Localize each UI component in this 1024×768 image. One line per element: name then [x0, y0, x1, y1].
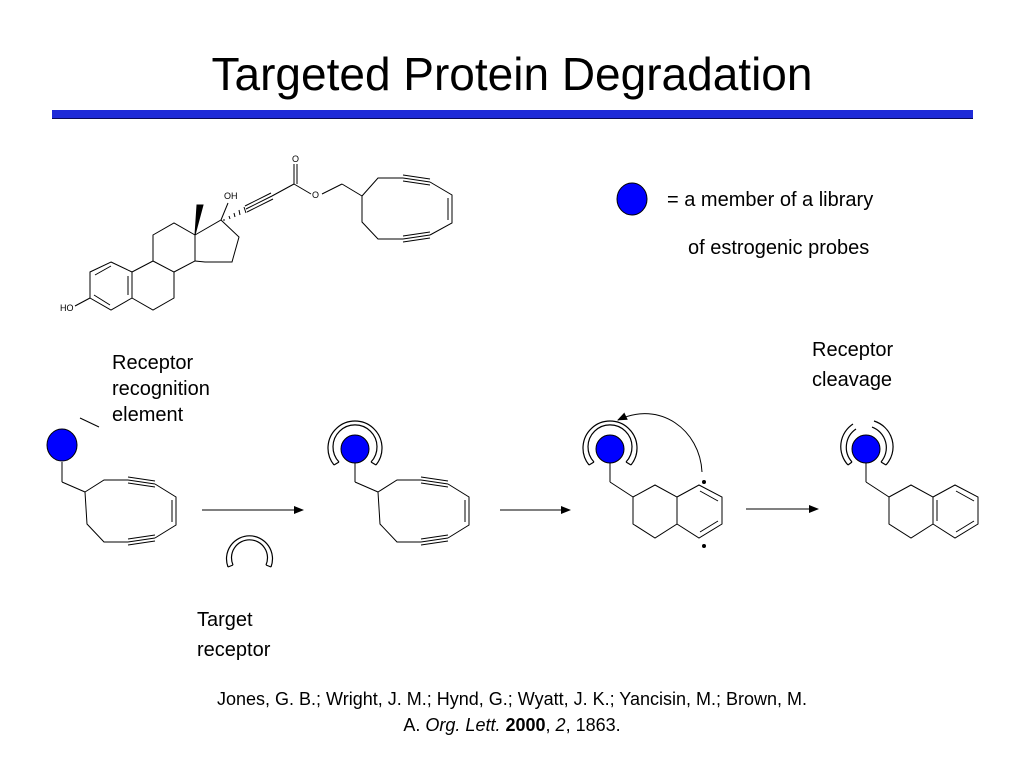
- citation-authors: Jones, G. B.; Wright, J. M.; Hynd, G.; W…: [216, 689, 807, 709]
- legend-probe-circle: [616, 182, 648, 216]
- label-line: Receptor: [112, 352, 194, 374]
- label-line: Receptor: [812, 339, 894, 361]
- estradiol-probe-structure: [74, 164, 453, 311]
- step3-diradical: [609, 412, 723, 539]
- citation-ref: A. Org. Lett. 2000, 2, 1863.: [403, 715, 621, 735]
- label-receptor-recognition: Receptor recognition element: [112, 350, 210, 428]
- step4-cleaved-receptor: [840, 420, 894, 466]
- atom-label-ho: HO: [60, 303, 74, 313]
- radical-dot-bottom: [702, 544, 706, 548]
- legend-text-line2: of estrogenic probes: [688, 237, 870, 259]
- citation-year: 2000: [505, 715, 546, 735]
- step3-receptor-shell: [582, 420, 638, 466]
- step4-tetrahydronaphthalene: [865, 463, 979, 539]
- citation-pages: , 1863.: [565, 715, 621, 735]
- citation-authors-end: A.: [403, 715, 421, 735]
- label-line: Target: [197, 609, 253, 631]
- legend-text-line1: = a member of a library: [667, 189, 874, 211]
- citation: Jones, G. B.; Wright, J. M.; Hynd, G.; W…: [0, 686, 1024, 738]
- radical-dot-top: [702, 480, 706, 484]
- citation-journal: Org. Lett.: [425, 715, 501, 735]
- label-line: cleavage: [812, 369, 893, 391]
- step2-receptor-shell: [327, 420, 383, 466]
- step2-probe-circle: [340, 434, 370, 464]
- atom-label-carbonyl-o: O: [292, 154, 299, 164]
- step4-probe-circle: [851, 434, 881, 464]
- atom-label-oh: OH: [224, 191, 238, 201]
- step1-probe-circle: [46, 428, 78, 462]
- label-line: recognition: [112, 378, 210, 400]
- label-receptor-cleavage: Receptor cleavage: [812, 335, 893, 395]
- label-line: receptor: [197, 639, 271, 661]
- label-line: element: [112, 404, 184, 426]
- step1-probe: [61, 417, 177, 546]
- slide-title: Targeted Protein Degradation: [211, 48, 813, 100]
- step3-probe-circle: [595, 434, 625, 464]
- target-receptor-shape: [225, 535, 274, 568]
- atom-label-ester-o: O: [312, 190, 319, 200]
- citation-volume: 2: [555, 715, 566, 735]
- label-target-receptor: Target receptor: [197, 605, 270, 665]
- step2-enediyne: [354, 463, 470, 546]
- title-rule: [52, 110, 973, 119]
